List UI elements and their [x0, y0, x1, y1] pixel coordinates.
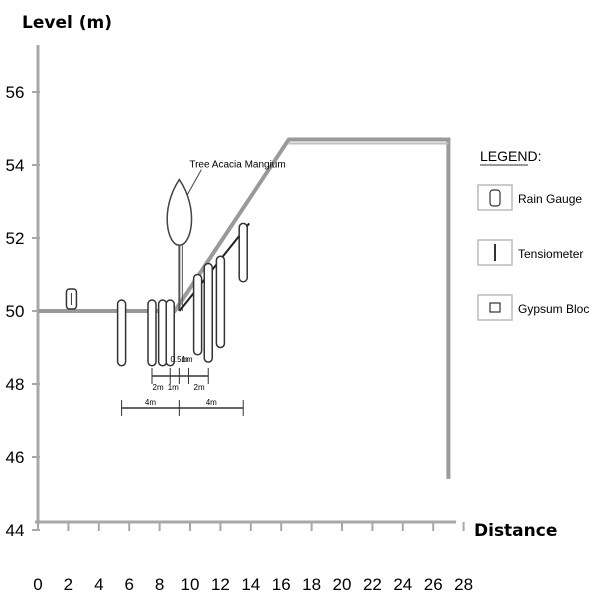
legend-title: LEGEND: — [480, 148, 541, 164]
tree-label: Tree Acacia Mangium — [189, 160, 285, 171]
tensiometer-icon — [238, 222, 248, 283]
x-tick-label: 0 — [33, 575, 42, 594]
y-tick-label: 48 — [6, 375, 25, 394]
y-tick-label: 54 — [6, 156, 25, 175]
y-axis-label: Level (m) — [22, 13, 112, 33]
x-tick-label: 6 — [124, 575, 133, 594]
tree-callout-line — [186, 169, 202, 195]
y-tick-label: 50 — [6, 302, 25, 321]
y-tick-label: 44 — [6, 521, 25, 540]
tree-group: Tree Acacia Mangium — [166, 160, 286, 312]
x-tick-label: 12 — [211, 575, 230, 594]
x-axis-label: Distance — [474, 521, 558, 541]
tensiometer-icon — [157, 299, 168, 367]
inner-dimension-label: 1m — [181, 355, 192, 364]
instruments-group — [65, 222, 248, 367]
inner-dimension-label: 2m — [153, 383, 164, 392]
x-tick-label: 28 — [454, 575, 473, 594]
x-tick-label: 4 — [94, 575, 103, 594]
legend-item-label: Gypsum Block — [518, 302, 589, 316]
x-tick-label: 10 — [181, 575, 200, 594]
ground-profile-group — [38, 137, 451, 479]
ground-surface-line — [38, 137, 451, 479]
y-tick-label: 52 — [6, 229, 25, 248]
x-tick-label: 16 — [272, 575, 291, 594]
inner-dimension-label: 0.5m — [170, 355, 188, 364]
x-tick-label: 8 — [155, 575, 164, 594]
y-tick-label: 56 — [6, 83, 25, 102]
x-tick-label: 26 — [424, 575, 443, 594]
tensiometer-icon — [147, 299, 157, 367]
tensiometer-icon — [116, 299, 127, 367]
legend-item-label: Rain Gauge — [518, 192, 582, 206]
gypsum-block-icon — [489, 302, 501, 313]
x-tick-label: 2 — [64, 575, 73, 594]
outer-dimension-label: 4m — [206, 398, 217, 407]
rain-gauge-icon — [489, 189, 501, 207]
x-tick-label: 20 — [333, 575, 352, 594]
y-tick-label: 46 — [6, 448, 25, 467]
x-tick-label: 22 — [363, 575, 382, 594]
tensiometer-icon — [192, 273, 203, 356]
inner-dimension-label: 1m — [168, 383, 179, 392]
tensiometer-icon — [165, 299, 175, 367]
tree-crown-icon — [166, 178, 193, 247]
x-tick-label: 14 — [241, 575, 260, 594]
x-tick-label: 18 — [302, 575, 321, 594]
tensiometer-icon — [215, 255, 226, 349]
tensiometer-icon — [203, 262, 213, 363]
x-tick-label: 24 — [393, 575, 412, 594]
slope-line — [178, 222, 250, 312]
outer-dimension-label: 4m — [145, 398, 156, 407]
legend-item-label: Tensiometer — [518, 247, 583, 261]
inner-dimension-label: 2m — [194, 383, 205, 392]
